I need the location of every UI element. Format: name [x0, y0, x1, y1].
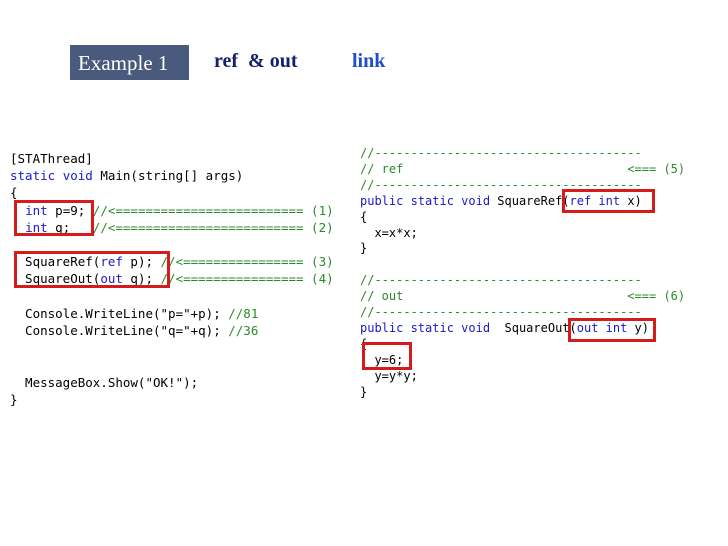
- code-line: {: [360, 209, 368, 224]
- code-comment: //<================ (3): [160, 254, 334, 270]
- code-keyword: out: [100, 271, 123, 287]
- highlight-box-ref-param: [562, 189, 655, 213]
- code-line: {: [10, 185, 18, 201]
- code-keyword: ref: [100, 254, 123, 270]
- code-text: q;: [47, 219, 93, 235]
- code-line: }: [360, 241, 368, 256]
- code-text: SquareRef(: [490, 193, 570, 208]
- code-comment: //<========================= (1): [92, 202, 334, 218]
- code-text: y): [627, 320, 650, 335]
- code-text: p);: [122, 254, 161, 270]
- method-code-block: //------------------------------------- …: [360, 146, 685, 401]
- code-line: MessageBox.Show("OK!");: [10, 374, 199, 390]
- code-line: }: [360, 384, 368, 399]
- code-keyword: void: [62, 168, 93, 184]
- ref-out-title: ref & out: [214, 50, 298, 72]
- code-text: SquareOut(: [490, 320, 577, 335]
- code-comment: //<========================= (2): [92, 219, 334, 235]
- example-tab[interactable]: Example 1: [70, 45, 189, 80]
- main-code-block: [STAThread] static void Main(string[] ar…: [10, 150, 334, 408]
- code-line: y=y*y;: [360, 368, 418, 383]
- highlight-box-declarations: [14, 200, 94, 236]
- code-line: }: [10, 391, 18, 407]
- code-keyword: public static void: [360, 320, 491, 335]
- code-comment: //<================ (4): [160, 271, 334, 287]
- code-keyword: int: [25, 202, 48, 218]
- highlight-box-out-assign: [362, 342, 412, 370]
- code-comment: //81: [228, 305, 259, 321]
- code-text: SquareRef(: [10, 254, 101, 270]
- code-keyword: static: [10, 168, 56, 184]
- code-text: q);: [122, 271, 161, 287]
- code-comment: //-------------------------------------: [360, 177, 642, 192]
- code-text: p=9;: [47, 202, 93, 218]
- code-text: Console.WriteLine("p="+p);: [10, 305, 229, 321]
- code-text: Main(string[] args): [92, 168, 244, 184]
- code-comment: //-------------------------------------: [360, 305, 642, 320]
- code-comment: // ref: [360, 161, 404, 176]
- code-comment: //36: [228, 323, 259, 339]
- code-text: Console.WriteLine("q="+q);: [10, 323, 229, 339]
- highlight-box-calls: [14, 251, 170, 288]
- example-tab-label: Example 1: [78, 51, 169, 75]
- code-text: x): [620, 193, 642, 208]
- code-keyword: ref int: [569, 193, 621, 208]
- code-keyword: public static void: [360, 193, 491, 208]
- code-comment: //-------------------------------------: [360, 146, 642, 160]
- highlight-box-out-param: [568, 318, 656, 342]
- code-text: SquareOut(: [10, 271, 101, 287]
- code-line: y=6;: [360, 352, 404, 367]
- code-line: [STAThread]: [10, 151, 93, 166]
- code-comment: // out: [360, 289, 404, 304]
- code-comment: //-------------------------------------: [360, 273, 642, 288]
- code-keyword: int: [25, 219, 48, 235]
- link-text[interactable]: link: [352, 50, 386, 72]
- ref-marker: <=== (5): [627, 161, 686, 176]
- code-line: x=x*x;: [360, 225, 418, 240]
- out-marker: <=== (6): [627, 289, 686, 304]
- code-keyword: out int: [576, 320, 628, 335]
